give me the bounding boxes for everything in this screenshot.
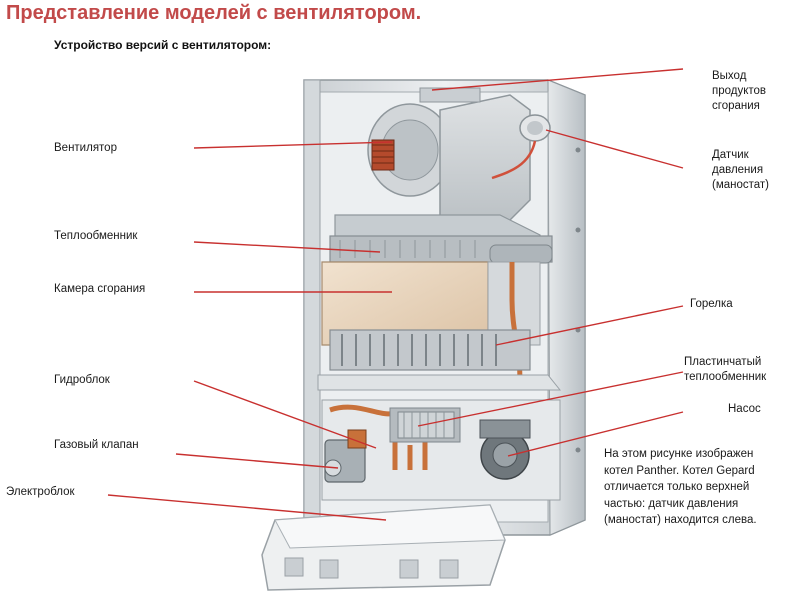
leader-lines (107, 68, 684, 521)
heat-exchanger (329, 235, 553, 264)
label-hydroblock: Гидроблок (54, 374, 110, 386)
pump (479, 419, 531, 480)
diagram-subtitle: Устройство версий с вентилятором: (54, 38, 272, 52)
fan-unit (367, 103, 453, 197)
gas-valve (324, 429, 367, 483)
hydroblock (321, 399, 561, 501)
page-title: Представление моделей с вентилятором. (6, 2, 422, 24)
label-fan: Вентилятор (54, 142, 117, 154)
combustion-chamber (321, 261, 541, 381)
label-plate-heat-exchanger: Пластинчатый теплообменник (684, 356, 767, 383)
label-combustion-chamber: Камера сгорания (54, 283, 146, 295)
label-pump: Насос (728, 403, 761, 415)
label-pressure-sensor: Датчик давления (маностат) (712, 149, 770, 191)
burner (317, 329, 562, 391)
label-heat-exchanger: Теплообменник (54, 230, 138, 242)
model-note: На этом рисунке изображен котел Panther.… (604, 448, 757, 526)
label-gas-valve: Газовый клапан (54, 439, 139, 451)
pressure-sensor (491, 114, 551, 180)
label-electroblock: Электроблок (6, 486, 75, 498)
label-flue-outlet: Выход продуктов сгорания (712, 70, 767, 112)
electroblock (261, 504, 506, 591)
label-burner: Горелка (690, 298, 733, 310)
